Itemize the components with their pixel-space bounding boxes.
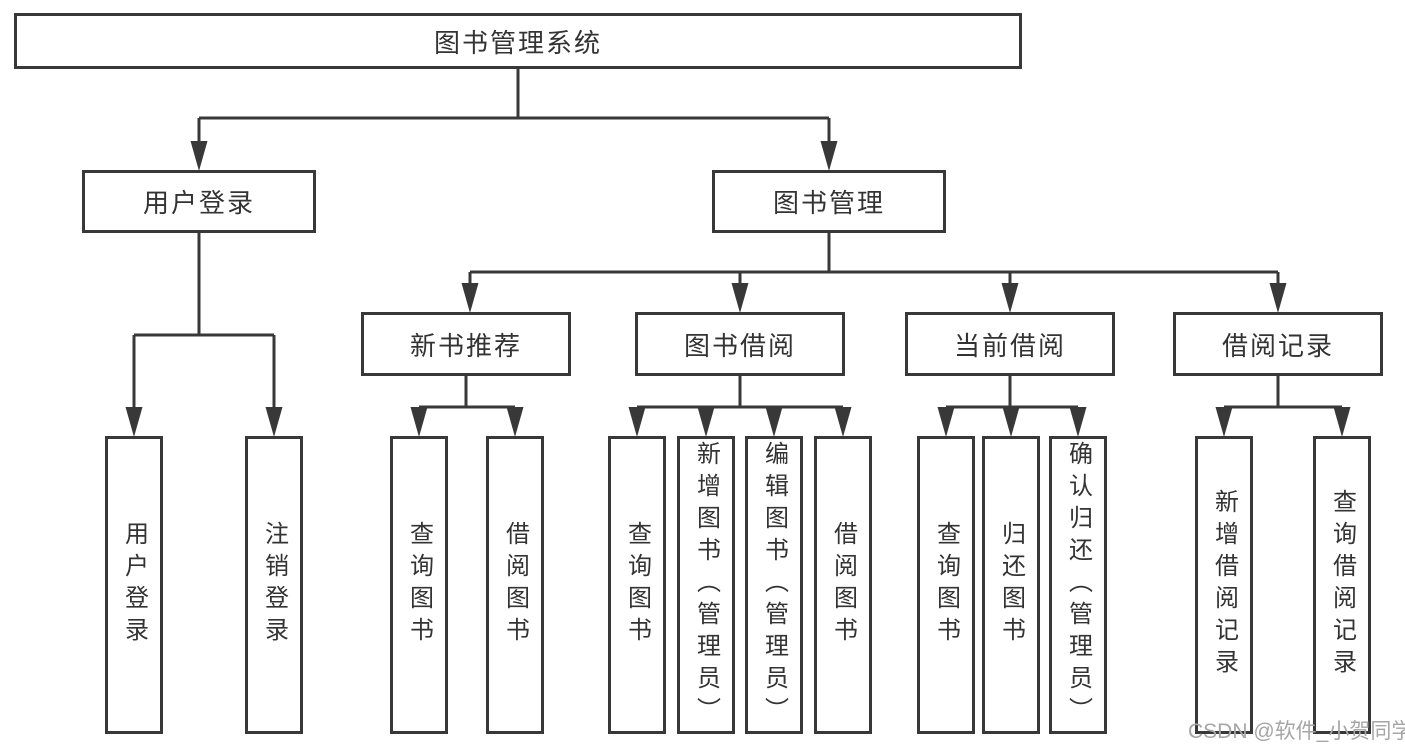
arrow-down-icon bbox=[834, 407, 852, 437]
node-recommend-query-books: 查询图书 bbox=[390, 436, 448, 734]
arrow-down-icon bbox=[937, 407, 955, 437]
arrow-down-icon bbox=[125, 407, 143, 437]
arrow-down-icon bbox=[1215, 407, 1233, 437]
node-current-query-books-label: 查询图书 bbox=[932, 521, 960, 649]
node-borrowing-records: 借阅记录 bbox=[1173, 312, 1383, 376]
node-recommend-borrow-books: 借阅图书 bbox=[486, 436, 544, 734]
node-current-confirm-return-admin-label: 确认归还（管理员） bbox=[1064, 441, 1092, 729]
node-library-management-system-label: 图书管理系统 bbox=[433, 27, 602, 58]
arrow-down-icon bbox=[820, 141, 838, 171]
arrow-down-icon bbox=[1333, 407, 1351, 437]
node-borrowing-query-books: 查询图书 bbox=[608, 436, 666, 734]
node-borrowing-borrow-books: 借阅图书 bbox=[814, 436, 872, 734]
watermark: CSDN @软件_小贺同学 bbox=[1188, 720, 1405, 743]
node-borrowing-borrow-books-label: 借阅图书 bbox=[829, 521, 857, 649]
node-borrowing-query-books-label: 查询图书 bbox=[623, 521, 651, 649]
node-records-query-record-label: 查询借阅记录 bbox=[1328, 489, 1356, 681]
node-new-book-recommend-label: 新书推荐 bbox=[409, 330, 522, 361]
node-current-return-books: 归还图书 bbox=[982, 436, 1040, 734]
arrow-down-icon bbox=[1001, 283, 1019, 313]
node-current-query-books: 查询图书 bbox=[917, 436, 975, 734]
node-borrowing-add-books-admin-label: 新增图书（管理员） bbox=[692, 441, 720, 729]
node-book-management: 图书管理 bbox=[712, 170, 946, 233]
arrow-down-icon bbox=[190, 141, 208, 171]
node-leaf-logout-label: 注销登录 bbox=[260, 521, 288, 649]
node-borrowing-edit-books-admin-label: 编辑图书（管理员） bbox=[760, 441, 788, 729]
node-user-login: 用户登录 bbox=[82, 170, 316, 233]
node-recommend-borrow-books-label: 借阅图书 bbox=[501, 521, 529, 649]
node-library-management-system: 图书管理系统 bbox=[14, 13, 1022, 69]
arrow-down-icon bbox=[697, 407, 715, 437]
arrow-down-icon bbox=[1069, 407, 1087, 437]
node-current-confirm-return-admin: 确认归还（管理员） bbox=[1049, 436, 1107, 734]
node-current-borrowing-label: 当前借阅 bbox=[953, 330, 1066, 361]
node-borrowing-edit-books-admin: 编辑图书（管理员） bbox=[745, 436, 803, 734]
node-book-management-label: 图书管理 bbox=[772, 188, 885, 218]
arrow-down-icon bbox=[765, 407, 783, 437]
arrow-down-icon bbox=[731, 283, 749, 313]
node-current-borrowing: 当前借阅 bbox=[905, 312, 1115, 376]
arrow-down-icon bbox=[628, 407, 646, 437]
node-records-add-record: 新增借阅记录 bbox=[1195, 436, 1253, 734]
arrow-down-icon bbox=[410, 407, 428, 437]
node-book-borrowing: 图书借阅 bbox=[635, 312, 845, 376]
node-leaf-user-login: 用户登录 bbox=[105, 436, 163, 734]
node-current-return-books-label: 归还图书 bbox=[997, 521, 1025, 649]
node-leaf-logout: 注销登录 bbox=[245, 436, 303, 734]
node-borrowing-add-books-admin: 新增图书（管理员） bbox=[677, 436, 735, 734]
node-borrowing-records-label: 借阅记录 bbox=[1221, 330, 1334, 361]
node-records-add-record-label: 新增借阅记录 bbox=[1210, 489, 1238, 681]
arrow-down-icon bbox=[461, 283, 479, 313]
node-leaf-user-login-label: 用户登录 bbox=[120, 521, 148, 649]
arrow-down-icon bbox=[1002, 407, 1020, 437]
node-recommend-query-books-label: 查询图书 bbox=[405, 521, 433, 649]
node-new-book-recommend: 新书推荐 bbox=[361, 312, 571, 376]
arrow-down-icon bbox=[506, 407, 524, 437]
arrow-down-icon bbox=[265, 407, 283, 437]
arrow-down-icon bbox=[1269, 283, 1287, 313]
node-records-query-record: 查询借阅记录 bbox=[1313, 436, 1371, 734]
node-user-login-label: 用户登录 bbox=[142, 188, 255, 218]
node-book-borrowing-label: 图书借阅 bbox=[683, 330, 796, 361]
